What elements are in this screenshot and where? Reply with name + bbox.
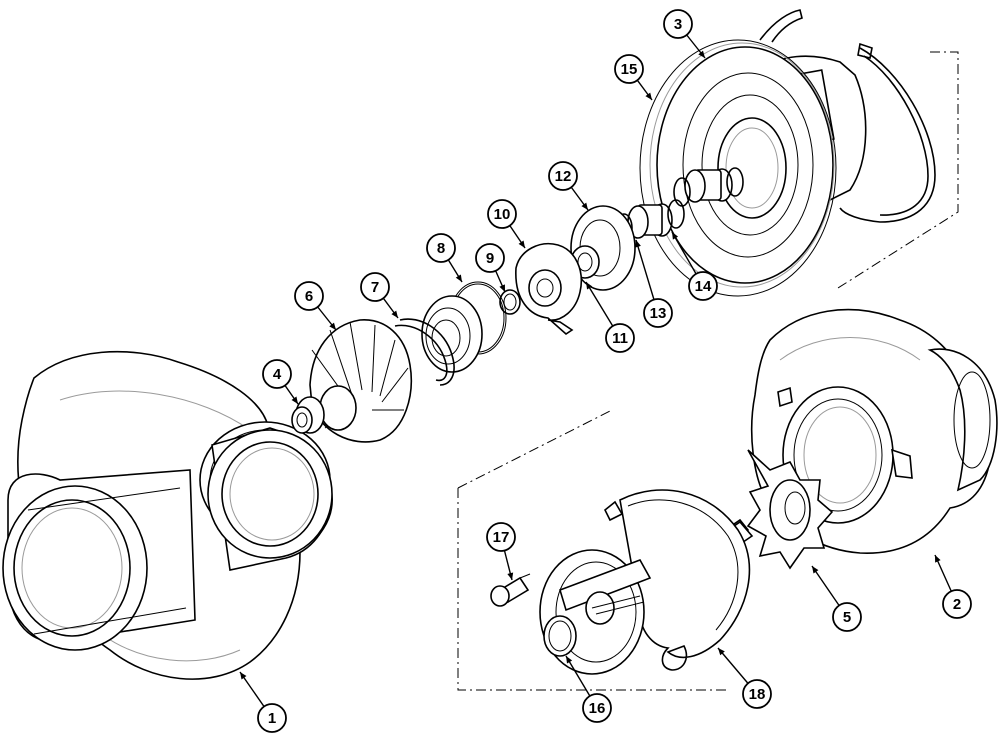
leader-arrow-4: [291, 396, 298, 404]
callout-7: 7: [360, 272, 390, 302]
callout-label-9: 9: [486, 250, 494, 267]
leader-arrow-7: [391, 310, 398, 318]
callout-circle-12: [548, 161, 578, 191]
callout-12: 12: [548, 161, 578, 191]
callout-circle-2: [942, 589, 972, 619]
callout-circle-13: [643, 298, 673, 328]
callout-label-17: 17: [493, 529, 510, 546]
callout-9: 9: [475, 243, 505, 273]
nut-4: [291, 396, 325, 434]
callout-circle-3: [663, 9, 693, 39]
thrust-collar-13: [615, 199, 685, 243]
callout-circle-11: [605, 323, 635, 353]
callout-1: 1: [257, 703, 287, 733]
o-ring-16: [543, 615, 577, 657]
callout-label-2: 2: [953, 596, 961, 613]
callout-circle-9: [475, 243, 505, 273]
leader-arrow-14: [672, 232, 679, 240]
callout-label-5: 5: [843, 609, 851, 626]
leader-arrow-2: [935, 555, 941, 563]
leader-arrow-12: [581, 202, 588, 210]
callout-18: 18: [742, 679, 772, 709]
callout-4: 4: [262, 359, 292, 389]
callout-circle-10: [487, 199, 517, 229]
callout-label-10: 10: [494, 206, 511, 223]
callout-11: 11: [605, 323, 635, 353]
leader-arrow-1: [240, 672, 247, 680]
callout-14: 14: [688, 271, 718, 301]
callout-13: 13: [643, 298, 673, 328]
callout-15: 15: [614, 54, 644, 84]
callout-17: 17: [486, 522, 516, 552]
callout-16: 16: [582, 693, 612, 723]
leader-arrow-15: [645, 92, 652, 100]
assembly-boundary-lower: [457, 409, 730, 691]
callout-circle-18: [742, 679, 772, 709]
bearing-housing: [649, 42, 867, 288]
journal-bearing-14: [673, 167, 744, 207]
seal-insert: [421, 295, 483, 373]
callout-circle-17: [486, 522, 516, 552]
callout-circle-8: [426, 233, 456, 263]
thrust-bearing-12: [570, 205, 636, 291]
leader-arrow-10: [518, 240, 525, 248]
leader-arrow-16: [566, 656, 573, 664]
leader-arrow-5: [812, 566, 819, 574]
callout-label-11: 11: [612, 330, 628, 347]
callout-label-12: 12: [555, 168, 572, 185]
leader-arrow-13: [635, 240, 641, 248]
compressor-wheel-6: [309, 319, 412, 443]
callout-circle-16: [582, 693, 612, 723]
callout-circle-14: [688, 271, 718, 301]
callout-circle-1: [257, 703, 287, 733]
compressor-housing: [2, 350, 333, 680]
leader-arrow-6: [329, 322, 336, 330]
leader-arrow-17: [507, 572, 514, 580]
leader-arrow-9: [499, 284, 505, 292]
callout-circle-15: [614, 54, 644, 84]
callout-label-7: 7: [371, 279, 379, 296]
callout-label-15: 15: [621, 61, 638, 78]
callout-circle-4: [262, 359, 292, 389]
retaining-ring-upper: [759, 9, 936, 223]
leader-arrow-11: [586, 282, 593, 290]
callout-2: 2: [942, 589, 972, 619]
o-ring-15: [639, 39, 837, 297]
heat-shield-18: [603, 489, 751, 671]
callout-3: 3: [663, 9, 693, 39]
callout-circle-5: [832, 602, 862, 632]
callout-label-6: 6: [305, 288, 313, 305]
leader-arrow-3: [698, 50, 705, 58]
callout-label-18: 18: [749, 686, 766, 703]
bolt-17: [490, 573, 531, 607]
callout-circle-6: [294, 281, 324, 311]
callout-label-16: 16: [589, 700, 606, 717]
callout-label-13: 13: [650, 305, 667, 322]
callout-label-14: 14: [695, 278, 712, 295]
callout-8: 8: [426, 233, 456, 263]
leader-arrow-18: [718, 648, 725, 656]
callout-6: 6: [294, 281, 324, 311]
snap-ring-7: [394, 318, 455, 386]
callout-10: 10: [487, 199, 517, 229]
leader-arrow-8: [455, 274, 462, 282]
callout-5: 5: [832, 602, 862, 632]
callout-label-8: 8: [437, 240, 445, 257]
assembly-boundary-upper: [837, 51, 959, 289]
callout-label-4: 4: [273, 366, 282, 383]
callout-label-1: 1: [268, 710, 276, 727]
callout-label-3: 3: [674, 16, 682, 33]
callout-circle-7: [360, 272, 390, 302]
thrust-plate-10: [515, 243, 582, 336]
